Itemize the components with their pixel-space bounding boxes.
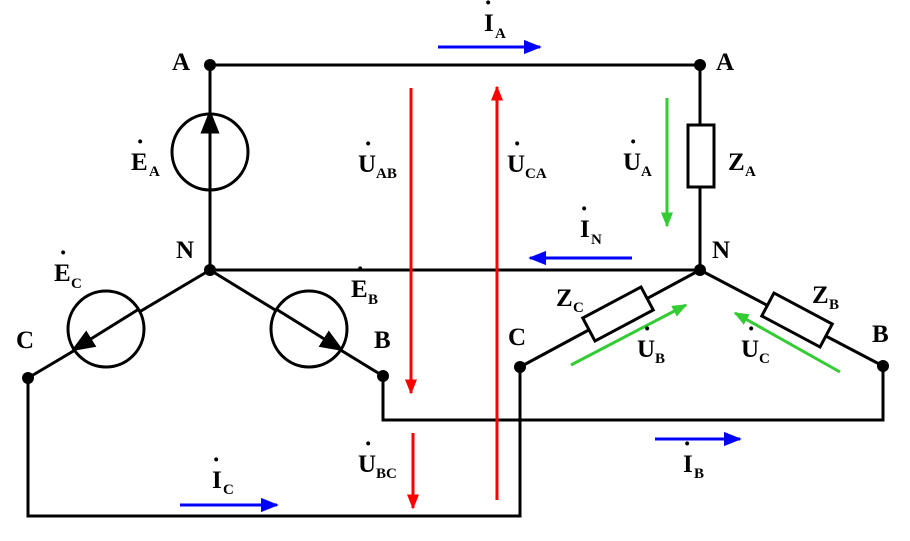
node-load-c bbox=[514, 361, 526, 373]
node-load-n bbox=[694, 264, 706, 276]
label-uab-dot: · bbox=[364, 131, 372, 158]
label-source-c: C bbox=[16, 327, 34, 354]
emf-source-c bbox=[66, 289, 146, 369]
label-emf-c-main: E bbox=[54, 260, 71, 287]
label-emf-c-sub: C bbox=[71, 276, 82, 292]
label-uca-dot: · bbox=[513, 131, 521, 158]
label-za-main: Z bbox=[728, 149, 745, 176]
label-zc-main: Z bbox=[556, 285, 573, 312]
label-load-n: N bbox=[712, 237, 730, 264]
label-uab-main: U bbox=[358, 151, 376, 178]
label-voltage-uc: U C · bbox=[741, 316, 770, 367]
label-source-n: N bbox=[176, 237, 194, 264]
label-emf-c-dot: · bbox=[59, 240, 67, 267]
label-voltage-uab: U AB · bbox=[358, 131, 397, 182]
label-voltage-ua: U A · bbox=[623, 129, 652, 180]
label-voltage-ub: U B · bbox=[637, 316, 665, 367]
label-zb-main: Z bbox=[812, 282, 829, 309]
label-ub-dot: · bbox=[643, 316, 651, 343]
label-load-c: C bbox=[508, 324, 526, 351]
label-uab-sub: AB bbox=[376, 166, 397, 182]
label-impedance-zb: Z B bbox=[812, 282, 839, 313]
label-current-in: I N · bbox=[580, 196, 602, 248]
label-emf-a-sub: A bbox=[149, 164, 160, 180]
label-impedance-za: Z A bbox=[728, 149, 756, 180]
node-source-b bbox=[377, 370, 389, 382]
emf-b-arrow bbox=[275, 307, 345, 352]
label-uc-main: U bbox=[741, 336, 759, 363]
label-ia-sub: A bbox=[495, 26, 506, 42]
label-emf-c: E C · bbox=[54, 240, 82, 292]
label-zb-sub: B bbox=[829, 297, 839, 313]
label-current-ia: I A · bbox=[484, 0, 506, 42]
impedance-za bbox=[686, 123, 716, 189]
label-ia-dot: · bbox=[484, 0, 492, 17]
label-impedance-zc: Z C bbox=[556, 285, 584, 316]
label-ua-main: U bbox=[623, 149, 641, 176]
label-uca-main: U bbox=[507, 151, 525, 178]
node-source-a bbox=[204, 59, 216, 71]
emf-source-a bbox=[170, 109, 250, 192]
label-ic-sub: C bbox=[223, 482, 234, 498]
label-ic-main: I bbox=[212, 467, 222, 494]
line-b-wire bbox=[381, 366, 885, 422]
label-ia-main: I bbox=[484, 10, 494, 37]
label-emf-b-main: E bbox=[351, 276, 368, 303]
label-ua-dot: · bbox=[629, 129, 637, 156]
label-za-sub: A bbox=[745, 164, 756, 180]
label-ib-sub: B bbox=[694, 466, 704, 482]
label-emf-b-sub: B bbox=[368, 292, 378, 308]
label-current-ib: I B · bbox=[683, 431, 704, 482]
label-current-ic: I C · bbox=[212, 447, 234, 498]
label-ua-sub: A bbox=[641, 164, 652, 180]
emf-source-b bbox=[269, 289, 349, 369]
label-ubc-dot: · bbox=[364, 431, 372, 458]
label-voltage-uca: U CA · bbox=[507, 131, 547, 182]
label-uca-sub: CA bbox=[525, 166, 547, 182]
label-load-a: A bbox=[716, 49, 734, 76]
node-source-c bbox=[22, 372, 34, 384]
label-ic-dot: · bbox=[212, 447, 220, 474]
label-ubc-sub: BC bbox=[376, 466, 397, 482]
impedance-zc bbox=[580, 285, 656, 343]
label-ib-main: I bbox=[683, 451, 693, 478]
emf-c-arrow bbox=[70, 307, 140, 352]
label-ub-sub: B bbox=[655, 351, 665, 367]
label-in-dot: · bbox=[580, 196, 588, 223]
label-zc-sub: C bbox=[573, 300, 584, 316]
node-load-b bbox=[877, 360, 889, 372]
label-source-b: B bbox=[374, 327, 391, 354]
nodes bbox=[22, 59, 889, 384]
label-emf-a-dot: · bbox=[136, 129, 144, 156]
label-source-a: A bbox=[172, 49, 190, 76]
label-in-main: I bbox=[580, 216, 590, 243]
wires bbox=[26, 63, 885, 518]
label-emf-b: E B · bbox=[351, 256, 378, 308]
label-uc-sub: C bbox=[759, 351, 770, 367]
label-voltage-ubc: U BC · bbox=[358, 431, 397, 482]
node-load-a bbox=[694, 59, 706, 71]
label-load-b: B bbox=[872, 321, 889, 348]
label-ubc-main: U bbox=[358, 451, 376, 478]
label-ib-dot: · bbox=[683, 431, 691, 458]
label-emf-a-main: E bbox=[131, 149, 148, 176]
voltage-ub-arrow bbox=[570, 303, 688, 367]
label-emf-a: E A · bbox=[131, 129, 160, 180]
label-in-sub: N bbox=[591, 232, 602, 248]
impedance-zb bbox=[759, 291, 835, 349]
voltage-uc-arrow bbox=[733, 311, 841, 374]
label-emf-b-dot: · bbox=[356, 256, 364, 283]
node-source-n bbox=[204, 264, 216, 276]
label-ub-main: U bbox=[637, 336, 655, 363]
line-c-wire bbox=[26, 367, 522, 518]
label-uc-dot: · bbox=[747, 316, 755, 343]
